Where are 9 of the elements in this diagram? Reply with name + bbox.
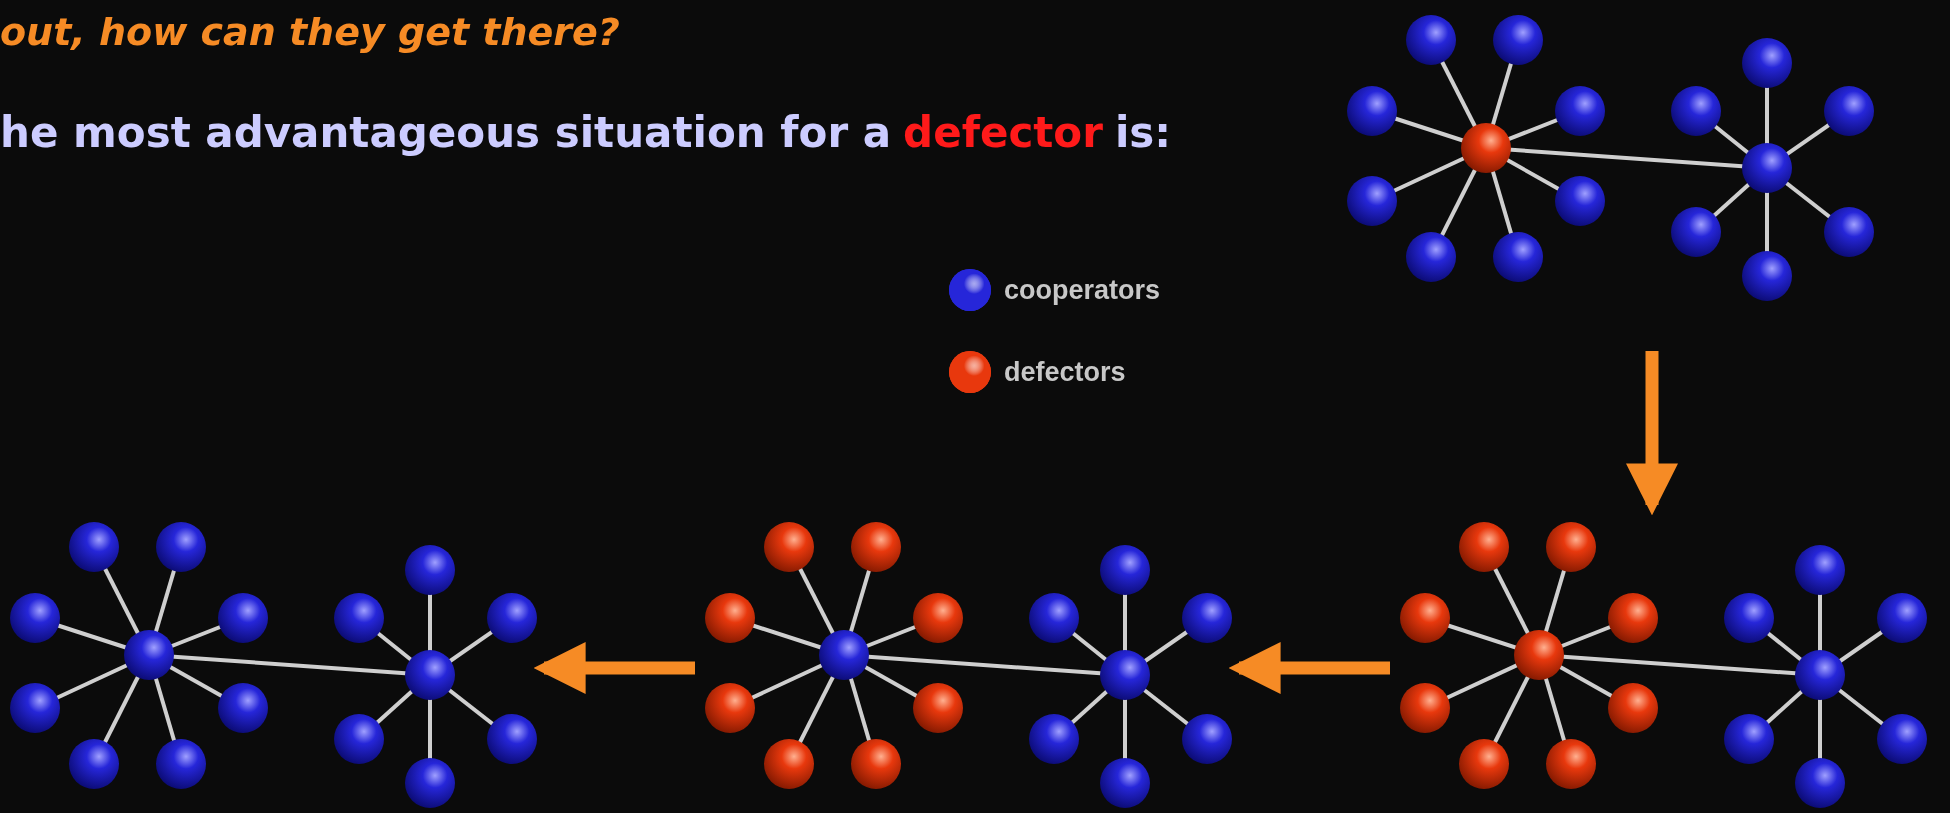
legend-label: defectors — [1004, 356, 1126, 388]
legend-label: cooperators — [1004, 274, 1161, 306]
arrow — [1626, 351, 1678, 516]
heading-text: he most advantageous situation for a — [0, 108, 892, 157]
heading-text: defector — [903, 108, 1103, 157]
heading-text: is: — [1114, 108, 1172, 157]
arrow — [533, 642, 695, 694]
arrow — [1228, 642, 1390, 694]
title: out, how can they get there? — [0, 10, 620, 54]
